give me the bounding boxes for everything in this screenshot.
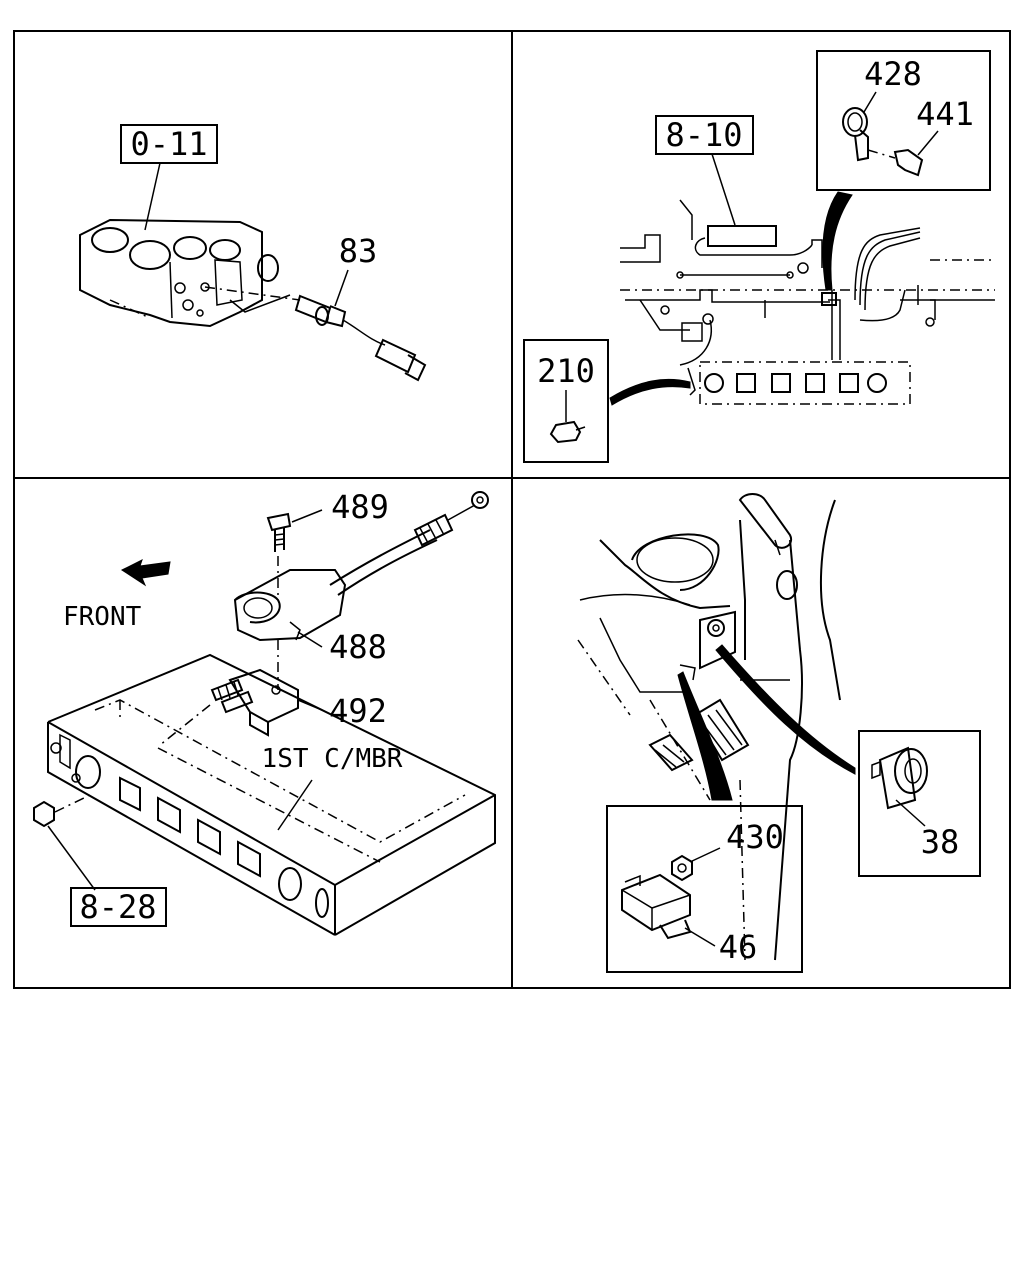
inset-grommet-38: 38 xyxy=(858,730,981,877)
panel-top-left: 0-11 xyxy=(79,124,427,382)
ref-box-8-28[interactable] xyxy=(70,887,167,927)
ref-box-0-11-label: 0-11 xyxy=(130,125,207,163)
callout-46: 46 xyxy=(719,928,758,966)
callout-83: 83 xyxy=(339,232,378,270)
callout-492: 492 xyxy=(329,692,387,730)
front-label: FRONT xyxy=(63,602,142,632)
inset-relay-430-46: 430 46 xyxy=(606,805,803,973)
cable-bracket-drawing xyxy=(159,491,489,746)
cab-interior-drawing xyxy=(577,493,856,961)
panel-top-right: 8-10 xyxy=(523,50,995,463)
ref-box-8-28-label: 8-28 xyxy=(79,888,156,926)
callout-489: 489 xyxy=(331,488,389,526)
callout-430: 430 xyxy=(726,818,784,856)
inset-bolt-210: 210 xyxy=(523,339,691,463)
cross-member-drawing xyxy=(47,653,496,936)
member-label: 1ST C/MBR xyxy=(262,744,403,774)
inset-clip-428-441: 428 441 xyxy=(816,50,991,291)
sensor-83-drawing xyxy=(204,286,427,382)
callout-441: 441 xyxy=(916,95,974,133)
panel-grid xyxy=(13,30,1011,989)
callout-428: 428 xyxy=(864,55,922,93)
front-arrow-icon xyxy=(120,559,171,587)
ref-box-0-11[interactable] xyxy=(120,124,218,164)
callout-38: 38 xyxy=(921,823,960,861)
panel-bottom-right: 38 430 46 xyxy=(577,493,981,973)
callout-210: 210 xyxy=(537,352,595,390)
nut-drawing xyxy=(33,800,55,828)
panel-bottom-left: FRONT xyxy=(33,488,496,936)
chassis-frame-drawing xyxy=(620,199,995,405)
engine-block-drawing xyxy=(79,218,291,328)
ref-box-8-10-label: 8-10 xyxy=(665,116,742,154)
ref-box-8-10[interactable] xyxy=(655,115,754,155)
callout-488: 488 xyxy=(329,628,387,666)
